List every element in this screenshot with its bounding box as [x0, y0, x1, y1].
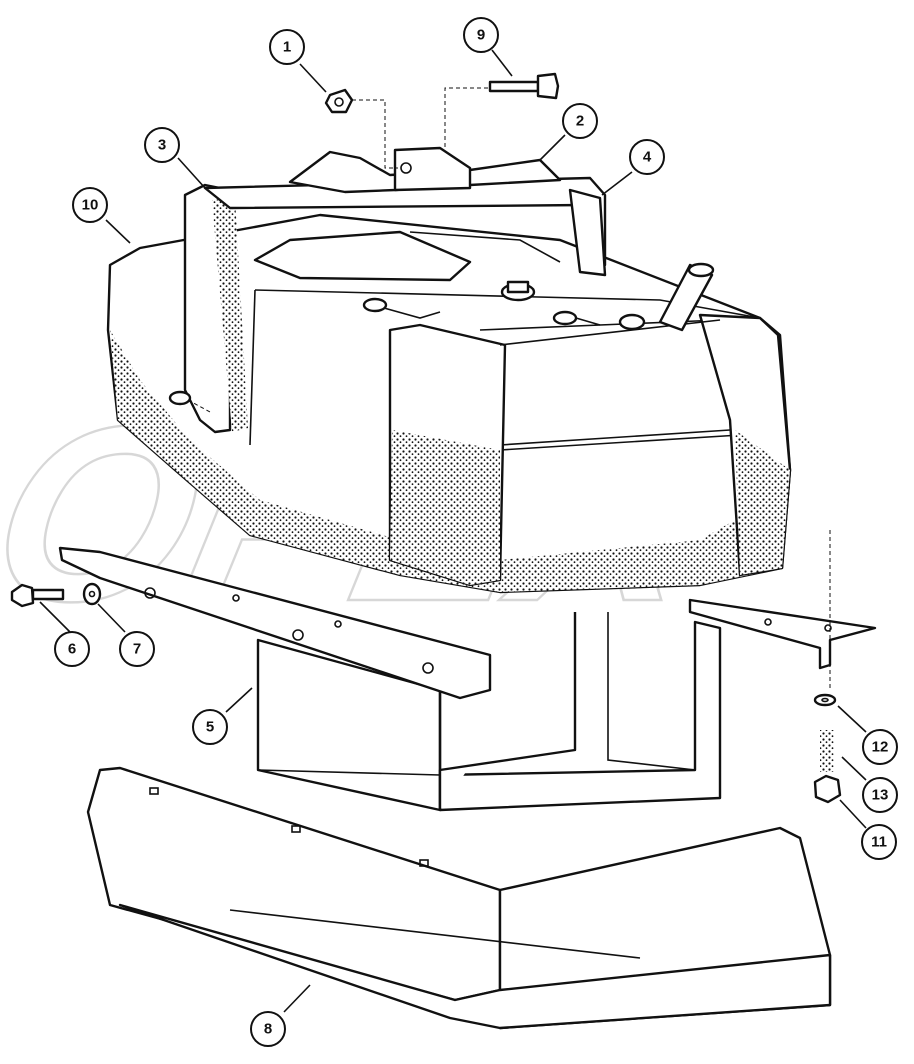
callout-1: 1: [269, 29, 305, 65]
callout-13-label: 13: [872, 787, 889, 804]
part-5-mounting-bracket: [256, 612, 722, 812]
callout-4: 4: [629, 139, 665, 175]
part-12-washer: [813, 693, 837, 707]
callout-5-label: 5: [206, 719, 214, 736]
callout-3-label: 3: [158, 137, 166, 154]
callout-4-label: 4: [643, 149, 652, 166]
part-7-washer: [82, 582, 102, 606]
callout-8-label: 8: [264, 1021, 272, 1038]
leader-lines: [39, 49, 867, 1013]
callout-2-label: 2: [576, 113, 584, 130]
callout-7-label: 7: [133, 641, 141, 658]
part-5-right-rail: [688, 598, 877, 670]
callout-13: 13: [862, 777, 898, 813]
callout-2: 2: [562, 103, 598, 139]
callout-9: 9: [463, 17, 499, 53]
callout-10-label: 10: [82, 197, 99, 214]
part-9-bolt: [488, 72, 560, 100]
part-5-left-rail: [58, 546, 492, 700]
callout-6: 6: [54, 631, 90, 667]
callout-3: 3: [144, 127, 180, 163]
callout-6-label: 6: [68, 641, 76, 658]
callout-11: 11: [861, 824, 897, 860]
callout-8: 8: [250, 1011, 286, 1047]
callout-12-label: 12: [872, 739, 889, 756]
callout-10: 10: [72, 187, 108, 223]
part-11-nut: [813, 774, 842, 804]
assembly-lines: [187, 87, 831, 690]
part-1-nut: [324, 88, 354, 114]
callout-9-label: 9: [477, 27, 485, 44]
callout-1-label: 1: [283, 39, 291, 56]
callout-5: 5: [192, 709, 228, 745]
part-8-lower-guard: [86, 766, 832, 1030]
part-13-stud: [820, 730, 834, 772]
tank-front-straps: [388, 313, 792, 587]
tank-fittings: [362, 262, 715, 332]
part-6-bolt: [10, 583, 65, 608]
callout-7: 7: [119, 631, 155, 667]
callout-12: 12: [862, 729, 898, 765]
part-4-right-strap: [568, 188, 607, 277]
callout-11-label: 11: [871, 834, 887, 851]
